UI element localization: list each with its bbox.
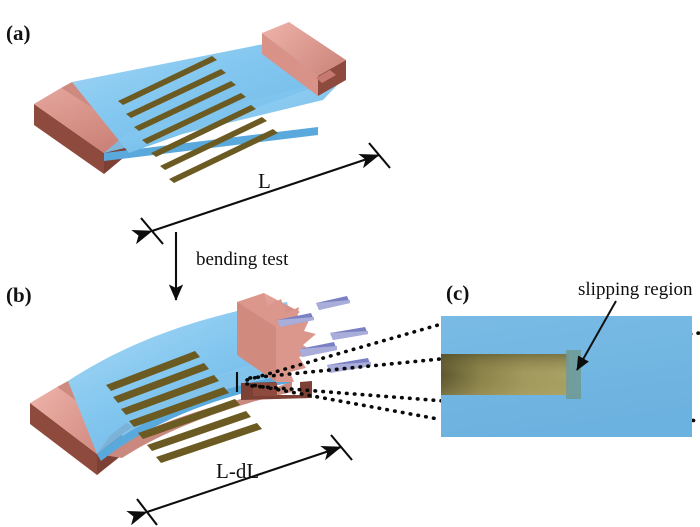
panel-c-slipping-region <box>566 350 581 399</box>
right-clamp-jagged-shade <box>237 302 276 382</box>
dimension-L-tick-right <box>368 142 391 169</box>
dimension-L-dL-tick-right <box>330 434 353 461</box>
debris-fragment <box>316 296 350 310</box>
left-clamp-front-face <box>34 104 104 174</box>
debris-fragment <box>277 313 314 327</box>
debris-fragment <box>299 342 337 357</box>
dimension-L-dL-tick-left <box>136 498 158 526</box>
panel-a-right-clamp-block <box>262 22 346 96</box>
electrode-stripe <box>126 69 226 118</box>
electrode-stripe <box>134 81 236 131</box>
dimension-L-dL-line <box>126 445 342 526</box>
electrode-stripe <box>121 375 219 415</box>
bending-test-process: bending test <box>168 232 289 301</box>
panel-b-debris-fragments <box>277 296 371 373</box>
dimension-L-dL-label: L-dL <box>216 459 259 483</box>
debris-fragment <box>330 327 368 340</box>
dimension-L-tick-left <box>140 217 164 245</box>
electrode-stripe <box>129 387 229 427</box>
dimension-L-line <box>131 153 380 245</box>
slipping-region-leader <box>576 300 617 371</box>
left-clamp-front-face-b <box>30 403 97 475</box>
electrode-stripe <box>138 399 240 439</box>
panel-b-right-clamp-block-fractured <box>237 293 316 400</box>
right-clamp-edge-face <box>318 60 346 96</box>
electrode-stripe <box>106 351 200 391</box>
panel-a-group: (a) <box>6 21 346 183</box>
zoom-link-bottom <box>245 382 440 421</box>
dimension-L-dL: L-dL <box>126 434 353 526</box>
panel-b-stripes <box>106 351 262 463</box>
electrode-stripe <box>142 93 246 144</box>
panel-b-group: (b) <box>6 283 371 475</box>
right-clamp-top-face <box>262 22 346 76</box>
panel-c-label: (c) <box>446 281 469 305</box>
slipping-region-label: slipping region <box>578 279 693 300</box>
panel-a-label: (a) <box>6 21 31 45</box>
right-clamp-front-face <box>262 33 318 96</box>
electrode-stripe <box>113 363 209 403</box>
zoom-link-top <box>245 323 440 382</box>
right-clamp-notch <box>316 70 336 83</box>
panel-c-group: (c) slipping region <box>441 279 693 437</box>
left-clamp-rise-face <box>34 88 129 153</box>
dimension-L-label: L <box>258 169 271 193</box>
bending-test-label: bending test <box>196 249 289 270</box>
electrode-stripe <box>151 105 256 157</box>
panel-b-label: (b) <box>6 283 32 307</box>
electrode-stripe <box>147 411 251 451</box>
dimension-L: L <box>131 142 391 245</box>
debris-fragment <box>327 358 371 373</box>
electrode-stripe <box>118 56 217 105</box>
zoom-connectors <box>235 323 700 423</box>
panel-c-electrode-bar-shading <box>441 354 569 395</box>
